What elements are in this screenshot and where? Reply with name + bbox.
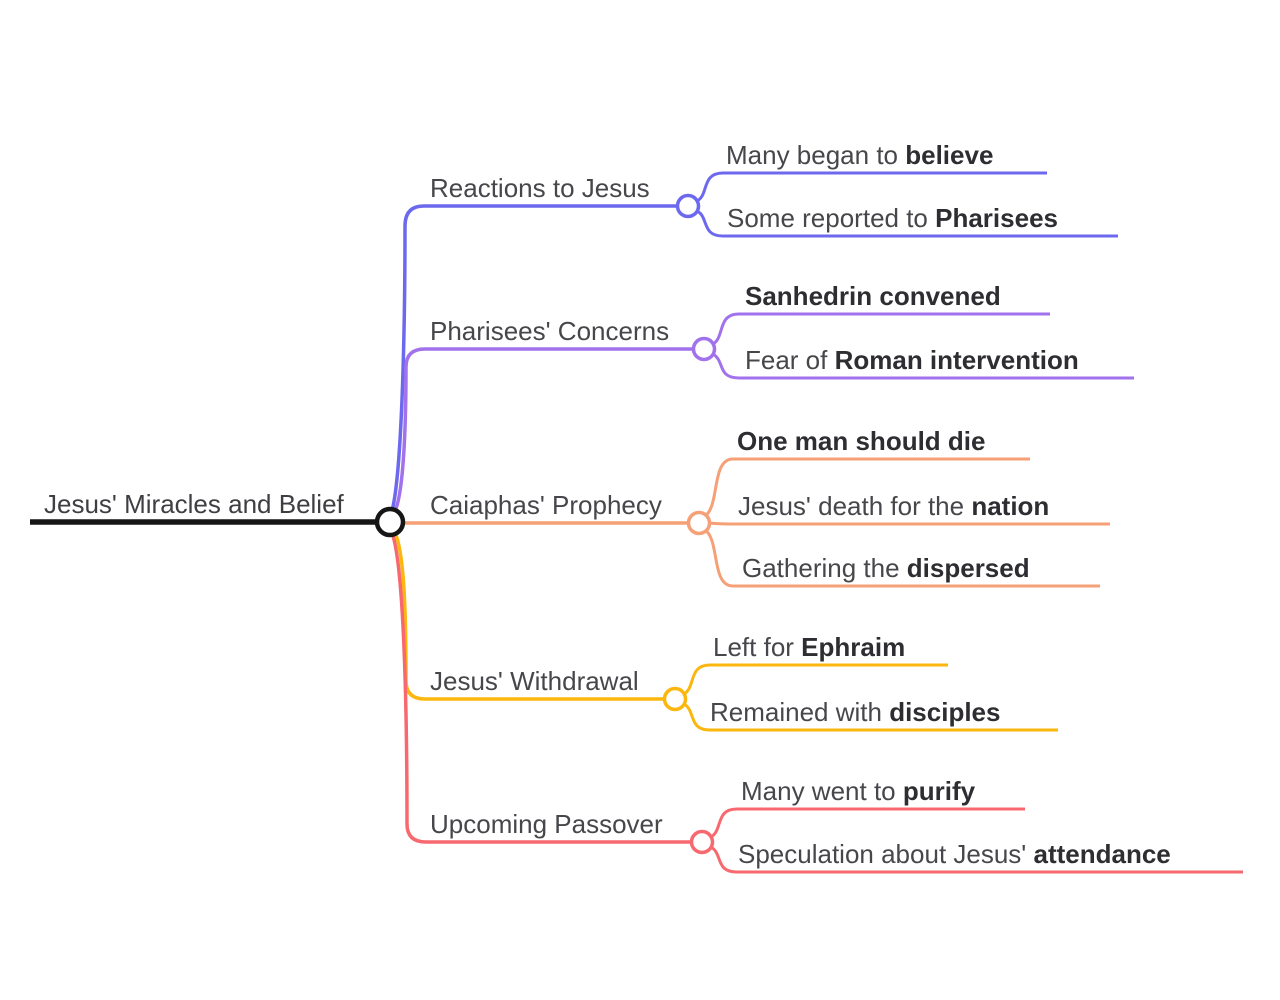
- child-text: Jesus' death for the: [738, 491, 972, 521]
- child-text-bold: nation: [971, 491, 1050, 521]
- child-node-label[interactable]: Sanhedrin convened: [745, 281, 1001, 311]
- root-node-label[interactable]: Jesus' Miracles and Belief: [44, 489, 344, 519]
- branch-line: [390, 532, 691, 844]
- child-node-label[interactable]: Some reported to Pharisees: [727, 203, 1058, 233]
- child-text-bold: disciples: [889, 697, 1001, 727]
- child-connector-line: [683, 663, 948, 696]
- branch-line: [390, 204, 677, 512]
- child-connector-line: [712, 352, 1134, 380]
- child-text-bold: Pharisees: [935, 203, 1058, 233]
- branch-node-circle[interactable]: [675, 193, 701, 219]
- branch-line: [392, 347, 693, 514]
- child-text-bold: One man should die: [737, 426, 986, 456]
- child-text-bold: Ephraim: [801, 632, 906, 662]
- child-node-label[interactable]: Many went to purify: [741, 776, 975, 806]
- child-node-label[interactable]: Gathering the dispersed: [742, 553, 1030, 583]
- child-connector-line: [710, 807, 1025, 839]
- branch-node-circle[interactable]: [689, 829, 715, 855]
- child-text-bold: purify: [902, 776, 976, 806]
- child-text-bold: Roman intervention: [834, 345, 1079, 375]
- child-text: Remained with: [710, 697, 890, 727]
- child-connector-line: [696, 209, 1118, 238]
- branch-label-reactions-to-jesus[interactable]: Reactions to Jesus: [430, 173, 650, 203]
- child-text: Many went to: [741, 776, 903, 806]
- branch-label-pharisees-concerns[interactable]: Pharisees' Concerns: [430, 316, 670, 346]
- child-text: Speculation about Jesus': [738, 839, 1034, 869]
- child-node-label[interactable]: One man should die: [737, 426, 1021, 456]
- child-text: Gathering the: [742, 553, 907, 583]
- child-text-bold: Sanhedrin convened: [745, 281, 1001, 311]
- child-node-label[interactable]: Remained with disciples: [710, 697, 1000, 727]
- child-connector-line: [703, 528, 1100, 588]
- branch-node-circle[interactable]: [686, 510, 712, 536]
- child-text-bold: attendance: [1033, 839, 1171, 869]
- child-connector-line: [696, 171, 1047, 203]
- child-connector-line: [712, 312, 1050, 346]
- child-node-label[interactable]: Fear of Roman intervention: [745, 345, 1124, 375]
- child-text: Fear of: [745, 345, 835, 375]
- child-text: Left for: [713, 632, 802, 662]
- child-connector-line: [703, 457, 1030, 518]
- child-node-label[interactable]: Many began to believe: [726, 140, 993, 170]
- child-text-bold: dispersed: [906, 553, 1030, 583]
- root-node-circle[interactable]: [374, 506, 406, 538]
- child-text-bold: believe: [905, 140, 994, 170]
- branch-label-upcoming-passover[interactable]: Upcoming Passover: [430, 809, 663, 839]
- child-node-label[interactable]: Speculation about Jesus' attendance: [738, 839, 1171, 869]
- branch-node-circle[interactable]: [691, 336, 717, 362]
- child-connector-line: [709, 521, 1110, 526]
- child-text: Some reported to: [727, 203, 936, 233]
- child-connector-line: [710, 845, 1243, 874]
- branch-node-circle[interactable]: [662, 686, 688, 712]
- child-connector-line: [683, 702, 1058, 732]
- child-text: Many began to: [726, 140, 906, 170]
- child-node-label[interactable]: Left for Ephraim: [713, 632, 905, 662]
- branch-label-caiaphas-prophecy[interactable]: Caiaphas' Prophecy: [430, 490, 662, 520]
- child-node-label[interactable]: Jesus' death for the nation: [738, 491, 1049, 521]
- branch-label-jesus-withdrawal[interactable]: Jesus' Withdrawal: [430, 666, 639, 696]
